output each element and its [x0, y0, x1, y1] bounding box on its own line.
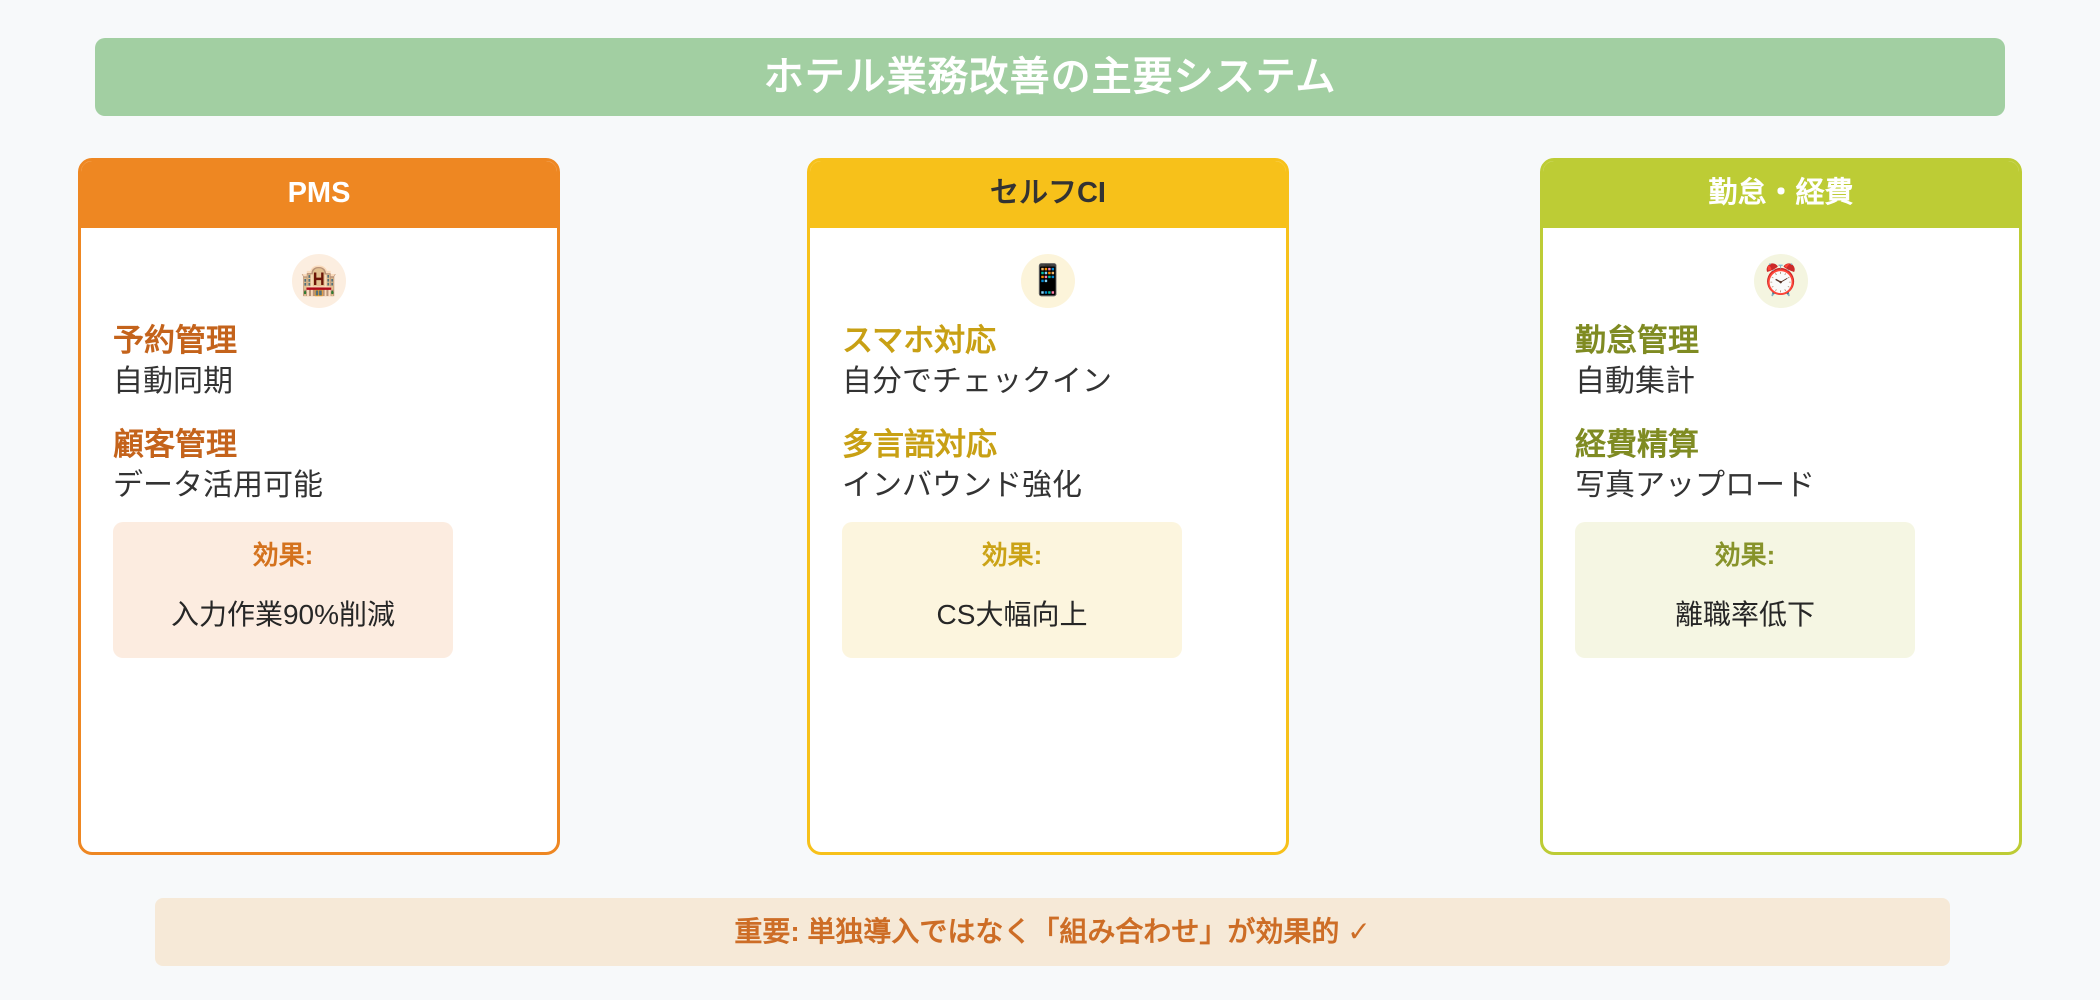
effect-value: 離職率低下	[1674, 599, 1815, 630]
card-title-attendance-expense: 勤怠・経費	[1708, 176, 1854, 209]
system-cards-row: PMS 🏨 予約管理 自動同期 顧客管理 データ活用可能 効果: 入力作業9	[0, 158, 2100, 858]
alarm-clock-icon: ⏰	[1754, 254, 1808, 308]
footer-banner: 重要: 単独導入ではなく「組み合わせ」が効果的 ✓	[155, 898, 1950, 966]
page-title: ホテル業務改善の主要システム	[763, 55, 1337, 99]
feature-title: 経費精算	[1575, 427, 1699, 463]
feature-item: 顧客管理 データ活用可能	[113, 426, 525, 504]
mobile-phone-icon: 📱	[1021, 254, 1075, 308]
feature-item: 多言語対応 インバウンド強化	[842, 426, 1254, 504]
card-body-attendance-expense: ⏰ 勤怠管理 自動集計 経費精算 写真アップロード 効果: 離職率低下	[1543, 228, 2019, 852]
effect-box-pms: 効果: 入力作業90%削減	[113, 522, 453, 658]
card-header-pms: PMS	[81, 161, 557, 228]
feature-item: 予約管理 自動同期	[113, 322, 525, 400]
feature-desc: データ活用可能	[113, 469, 323, 502]
feature-list-attendance-expense: 勤怠管理 自動集計 経費精算 写真アップロード	[1575, 322, 1987, 505]
footer-note: 重要: 単独導入ではなく「組み合わせ」が効果的 ✓	[734, 916, 1371, 947]
card-body-self-ci: 📱 スマホ対応 自分でチェックイン 多言語対応 インバウンド強化 効果: CS大…	[810, 228, 1286, 852]
feature-list-self-ci: スマホ対応 自分でチェックイン 多言語対応 インバウンド強化	[842, 322, 1254, 505]
feature-desc: 自動同期	[113, 364, 233, 398]
effect-label: 効果:	[981, 540, 1043, 570]
feature-title: スマホ対応	[842, 323, 997, 358]
feature-desc: 自分でチェックイン	[842, 364, 1112, 398]
feature-desc: インバウンド強化	[842, 469, 1082, 502]
feature-title: 勤怠管理	[1575, 323, 1699, 358]
feature-item: 経費精算 写真アップロード	[1575, 426, 1987, 504]
effect-label: 効果:	[252, 540, 314, 570]
system-card-self-ci[interactable]: セルフCI 📱 スマホ対応 自分でチェックイン 多言語対応 インバウンド強化 効…	[807, 158, 1289, 855]
feature-title: 顧客管理	[113, 427, 237, 463]
effect-label: 効果:	[1714, 540, 1776, 570]
feature-item: スマホ対応 自分でチェックイン	[842, 322, 1254, 400]
feature-desc: 自動集計	[1575, 364, 1695, 398]
header-banner: ホテル業務改善の主要システム	[95, 38, 2005, 116]
effect-box-self-ci: 効果: CS大幅向上	[842, 522, 1182, 658]
effect-value: CS大幅向上	[936, 599, 1088, 630]
card-header-self-ci: セルフCI	[810, 161, 1286, 228]
feature-list-pms: 予約管理 自動同期 顧客管理 データ活用可能	[113, 322, 525, 505]
effect-value: 入力作業90%削減	[170, 599, 396, 630]
feature-item: 勤怠管理 自動集計	[1575, 322, 1987, 400]
feature-title: 予約管理	[113, 323, 237, 358]
system-card-pms[interactable]: PMS 🏨 予約管理 自動同期 顧客管理 データ活用可能 効果: 入力作業9	[78, 158, 560, 855]
feature-title: 多言語対応	[842, 427, 997, 463]
card-header-attendance-expense: 勤怠・経費	[1543, 161, 2019, 228]
system-card-attendance-expense[interactable]: 勤怠・経費 ⏰ 勤怠管理 自動集計 経費精算 写真アップロード 効果: 離職率	[1540, 158, 2022, 855]
effect-box-attendance-expense: 効果: 離職率低下	[1575, 522, 1915, 658]
card-title-pms: PMS	[287, 176, 351, 209]
card-body-pms: 🏨 予約管理 自動同期 顧客管理 データ活用可能 効果: 入力作業90%削減	[81, 228, 557, 852]
card-title-self-ci: セルフCI	[989, 176, 1106, 209]
feature-desc: 写真アップロード	[1575, 469, 1815, 502]
hotel-icon: 🏨	[292, 254, 346, 308]
